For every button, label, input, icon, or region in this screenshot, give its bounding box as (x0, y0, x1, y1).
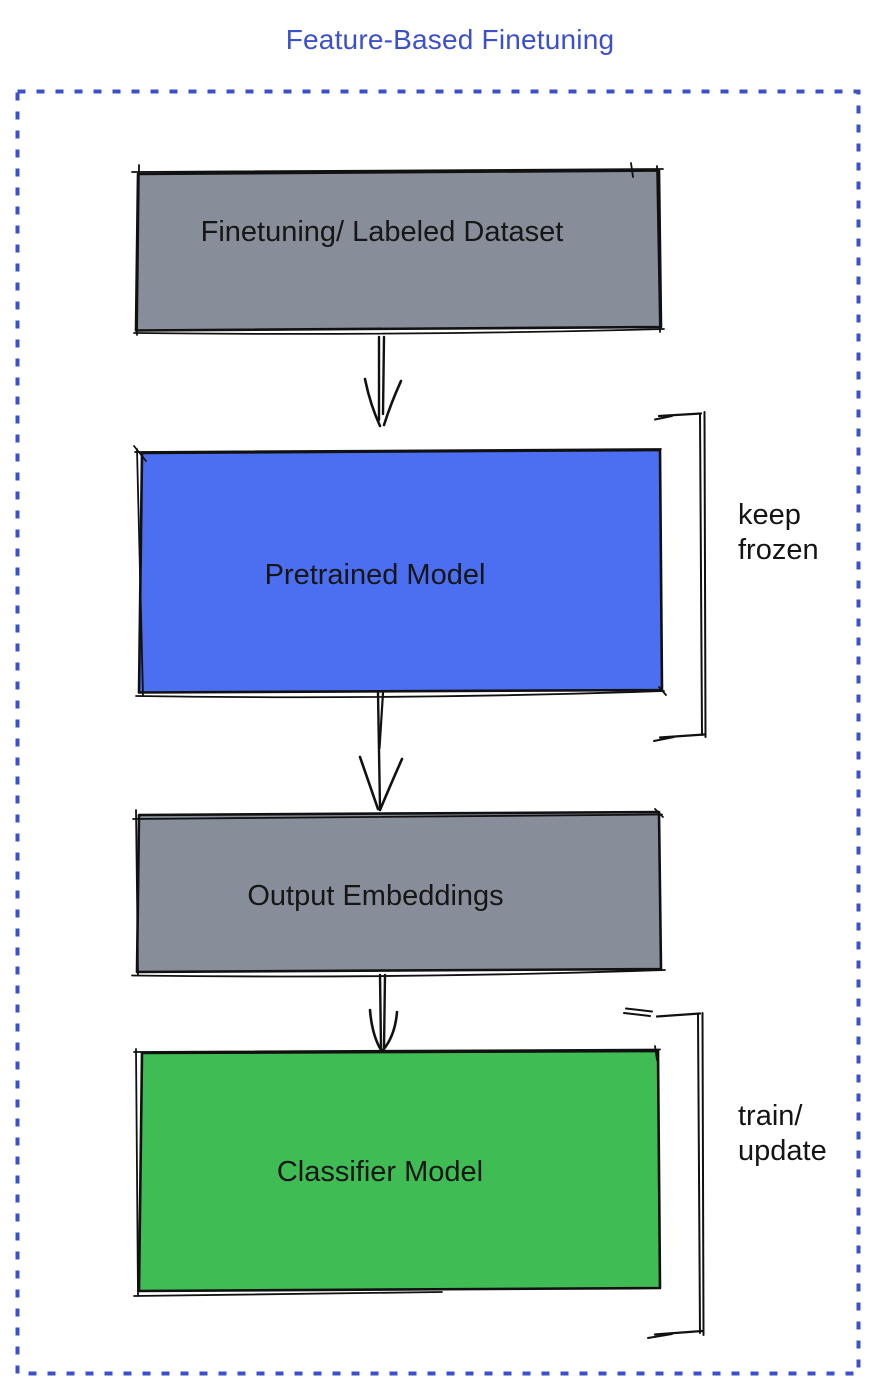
box-output-embeddings (131, 808, 666, 978)
box-finetuning-dataset (131, 162, 665, 336)
box-classifier-model (133, 1045, 662, 1297)
box-label-finetuning-dataset: Finetuning/ Labeled Dataset (200, 216, 564, 248)
down-arrow-icon-2 (358, 691, 404, 812)
page-title: Feature-Based Finetuning (285, 24, 615, 55)
box-label-pretrained-model: Pretrained Model (264, 559, 486, 591)
annotation-train-update: train/ update (738, 1100, 827, 1167)
down-arrow-icon-3 (368, 973, 399, 1052)
bracket-keep-frozen (653, 411, 707, 742)
bracket-train-update (623, 1007, 705, 1339)
down-arrow-icon-1 (363, 335, 403, 428)
dashed-frame (15, 89, 861, 1376)
box-label-output-embeddings: Output Embeddings (247, 880, 504, 912)
box-pretrained-model (133, 445, 667, 699)
box-label-classifier-model: Classifier Model (276, 1156, 484, 1188)
annotation-keep-frozen: keep frozen (738, 499, 819, 566)
